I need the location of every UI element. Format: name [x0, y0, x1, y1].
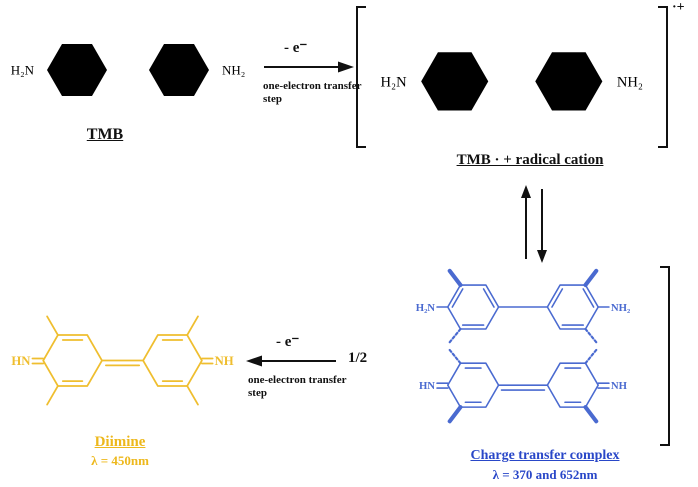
- step1-electron-label: - e⁻: [284, 40, 308, 56]
- tmb-label: TMB: [86, 126, 124, 143]
- radical-cation-structure: [380, 31, 643, 132]
- complex-amine-left-label: H₂N: [416, 302, 436, 314]
- step2-arrow-left: [246, 355, 336, 367]
- complex-bracket-right: [660, 266, 670, 446]
- imine-double-bonds: [31, 357, 214, 365]
- quinoid-ring-right: [142, 334, 203, 387]
- top-wedge-methyls: [447, 268, 599, 288]
- diimine-structure: HN NH: [11, 315, 234, 406]
- ring-bottom-right: [546, 362, 599, 408]
- equilibrium-arrows: [521, 185, 547, 263]
- charge-transfer-complex-structure: H₂N NH₂ HN NH: [416, 268, 630, 424]
- complex-imine-left-label: HN: [419, 380, 435, 392]
- diimine-imine-right-label: NH: [215, 354, 234, 368]
- diimine-imine-left-label: HN: [11, 354, 31, 368]
- tmb-structure: [10, 25, 246, 115]
- radical-charge-symbol: ·+: [672, 0, 685, 15]
- methyl-bonds: [46, 315, 199, 406]
- ring-double-bonds: [61, 339, 184, 382]
- diimine-label: Diimine: [94, 434, 146, 450]
- complex-imine-right-label: NH: [611, 380, 628, 392]
- central-double-bond: [101, 359, 144, 367]
- step2-half-coefficient: 1/2: [348, 350, 368, 366]
- bottom-ring-doubles: [464, 367, 582, 404]
- step1-caption-line2: step: [263, 92, 282, 105]
- step2-caption-line2: step: [248, 386, 267, 399]
- radical-bracket-right: [658, 6, 668, 148]
- step1-arrow-right: [264, 61, 354, 73]
- down-arrowhead: [537, 250, 547, 263]
- step1-caption: one-electron transfer step: [263, 80, 373, 106]
- complex-label: Charge transfer complex: [470, 448, 620, 463]
- diimine-lambda: λ = 450nm: [91, 453, 149, 468]
- top-hashed-methyls: [448, 327, 598, 344]
- complex-top-molecule: H₂N NH₂: [416, 268, 630, 344]
- top-aromatic-doubles: [451, 288, 595, 326]
- radical-label: TMB · + radical cation: [456, 152, 604, 168]
- ring-bottom-left: [446, 362, 500, 408]
- step1-caption-line1: one-electron transfer: [263, 80, 362, 92]
- complex-amine-right-label: NH₂: [611, 302, 630, 314]
- ring-top-right: [546, 284, 599, 330]
- bottom-imine-double-bonds: [436, 382, 610, 389]
- ring-top-left: [446, 284, 500, 330]
- bottom-hashed-methyls: [448, 348, 598, 365]
- complex-lambda: λ = 370 and 652nm: [492, 467, 598, 482]
- step2-electron-label: - e⁻: [276, 334, 300, 350]
- quinoid-ring-left: [42, 334, 103, 387]
- up-arrowhead: [521, 185, 531, 198]
- bottom-wedge-methyls: [447, 405, 599, 424]
- radical-bracket-left: [356, 6, 366, 148]
- step2-caption-line1: one-electron transfer: [248, 374, 347, 386]
- bottom-central-double-bond: [497, 384, 549, 391]
- complex-bottom-molecule: HN NH: [419, 348, 628, 424]
- step2-caption: one-electron transfer step: [248, 374, 358, 400]
